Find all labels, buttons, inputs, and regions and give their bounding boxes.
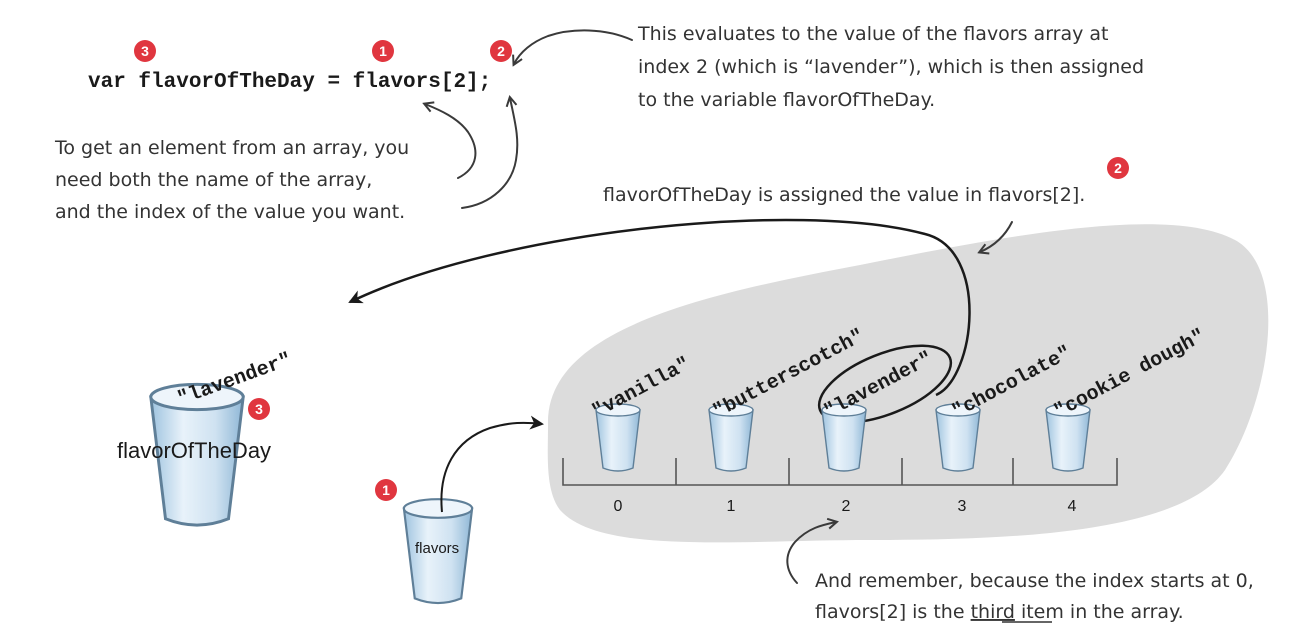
evaluates-line-2: index 2 (which is “lavender”), which is … (638, 56, 1144, 78)
code-line: var flavorOfTheDay = flavors[2]; (88, 71, 491, 94)
remember-line-2-end: item in the array. (1015, 601, 1184, 623)
evaluates-line-1: This evaluates to the value of the flavo… (637, 23, 1109, 45)
evaluates-line-3: to the variable flavorOfTheDay. (638, 89, 935, 111)
badge-3b-label: 3 (255, 401, 263, 417)
badge-2-assigned: 2 (1107, 157, 1129, 179)
array-index-1: 1 (727, 498, 736, 515)
assignment-curve (348, 218, 971, 397)
lavender-loop (817, 344, 953, 424)
remember-arrow (786, 522, 836, 584)
flavor-of-the-day-label: flavorOfTheDay (117, 438, 271, 463)
index-arrow (461, 98, 519, 209)
assigned-tick-arrow (980, 221, 1013, 252)
badge-2-label: 2 (497, 43, 505, 59)
get-element-line-1: To get an element from an array, you (54, 137, 409, 159)
flavors-label: flavors (415, 540, 459, 557)
badge-1-code: 1 (372, 40, 394, 62)
get-element-line-2: need both the name of the array, (55, 169, 372, 191)
badge-3-code: 3 (134, 40, 156, 62)
badge-3-cup: 3 (248, 398, 270, 420)
badge-1-cup: 1 (375, 479, 397, 501)
evaluates-arrow (514, 29, 633, 64)
name-arrow (425, 104, 477, 179)
flavors-reference-arrow (440, 415, 544, 513)
badge-3-label: 3 (141, 43, 149, 59)
array-shelf (562, 458, 1118, 486)
get-element-note: To get an element from an array, you nee… (54, 137, 415, 223)
array-index-0: 0 (614, 498, 623, 515)
array-index-4: 4 (1068, 498, 1077, 515)
badge-2b-label: 2 (1114, 160, 1122, 176)
remember-line-1: And remember, because the index starts a… (815, 570, 1254, 592)
array-index-3: 3 (958, 498, 967, 515)
remember-line-2-third: third (971, 601, 1015, 623)
get-element-line-3: and the index of the value you want. (55, 201, 405, 223)
badge-1-label: 1 (379, 43, 387, 59)
badge-1b-label: 1 (382, 482, 390, 498)
remember-line-2-start: flavors[2] is the (815, 601, 971, 623)
remember-line-2: flavors[2] is the third item in the arra… (815, 601, 1184, 623)
evaluates-note: This evaluates to the value of the flavo… (637, 23, 1150, 111)
array-index-2: 2 (842, 498, 851, 515)
badge-2-code: 2 (490, 40, 512, 62)
assigned-note: flavorOfTheDay is assigned the value in … (603, 184, 1085, 206)
